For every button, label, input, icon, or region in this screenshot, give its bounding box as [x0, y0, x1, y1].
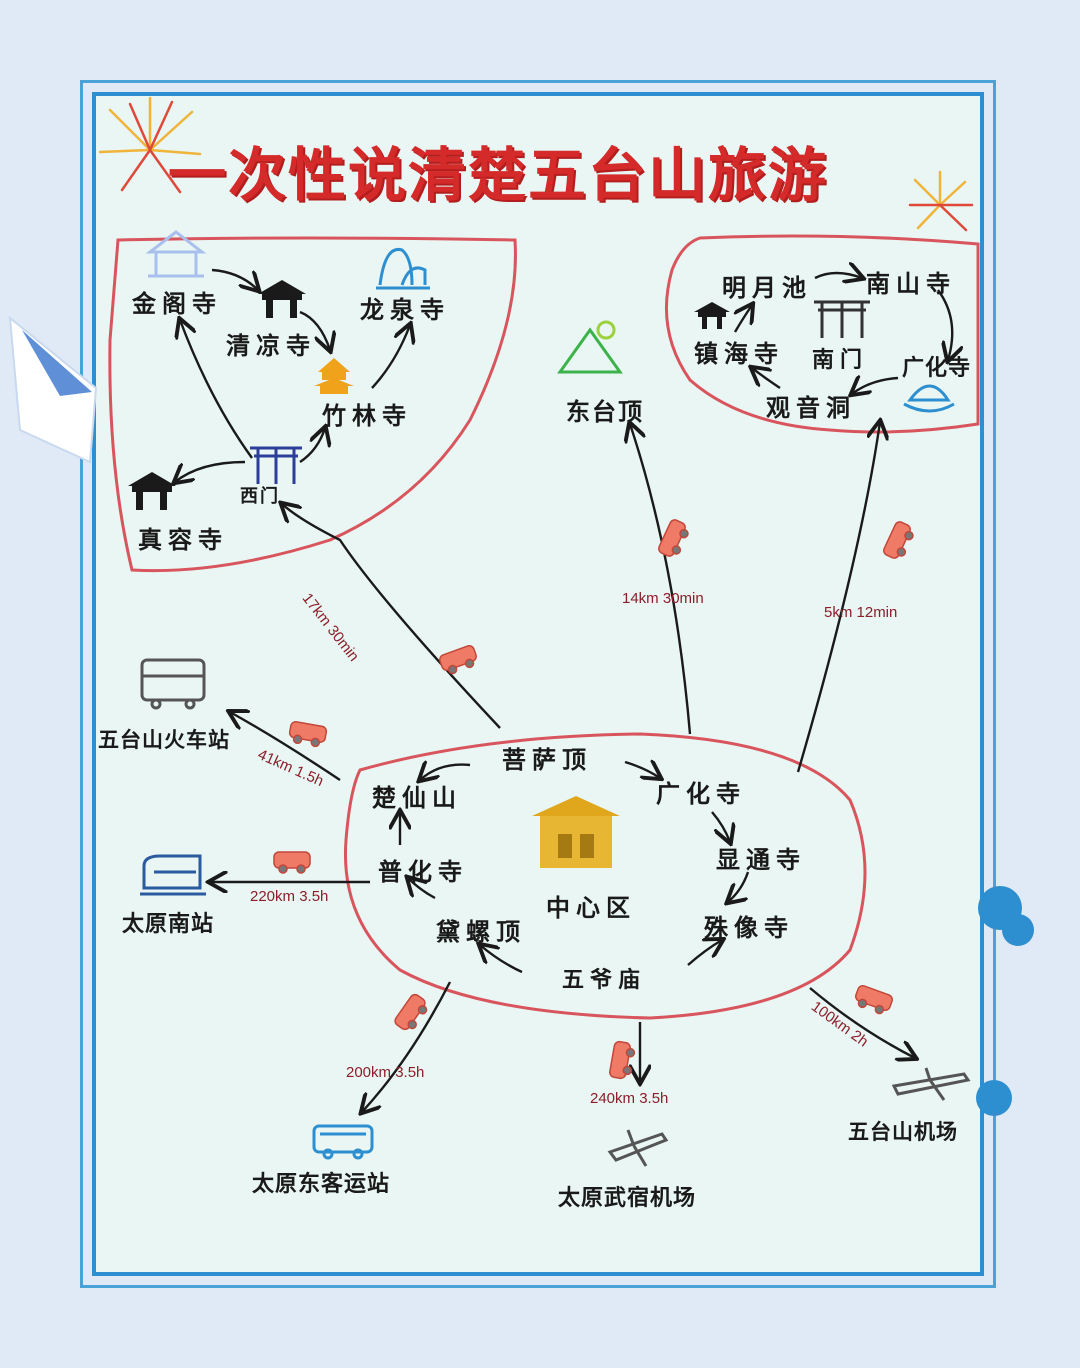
temple-gate-icon [258, 280, 306, 318]
label-dailuo-peak: 黛螺顶 [436, 917, 526, 946]
label-wutaishan-train-station: 五台山火车站 [98, 727, 230, 752]
west-gate-icon [250, 446, 302, 484]
label-taiyuan-east-bus-station: 太原东客运站 [252, 1171, 391, 1197]
page-title: 一次性说清楚五台山旅游 [168, 141, 829, 209]
high-speed-rail-icon [140, 854, 206, 896]
mountain-sun-icon [557, 320, 623, 374]
label-zhulin-temple: 竹林寺 [322, 401, 412, 430]
label-zhenrong-temple: 真容寺 [138, 525, 228, 554]
label-taiyuan-south-station: 太原南站 [122, 911, 215, 937]
distance-to-dongtai: 14km 30min [622, 590, 704, 607]
label-xiantong-temple: 显通寺 [716, 845, 806, 874]
train-icon [140, 658, 206, 710]
label-center-district: 中心区 [546, 893, 636, 922]
airplane-icon [607, 1129, 669, 1167]
car-icon [273, 519, 914, 1080]
temple-gate-icon [128, 472, 176, 510]
label-guanyin-cave: 观音洞 [766, 393, 856, 422]
south-gate-icon [814, 300, 870, 338]
distance-to-east-bus-station: 200km 3.5h [346, 1064, 425, 1081]
fireworks-icon [98, 96, 974, 232]
label-longquan-temple: 龙泉寺 [360, 295, 450, 324]
label-guanghua-temple-east: 广化寺 [902, 355, 972, 381]
label-south-gate: 南门 [812, 347, 869, 373]
label-jinge-temple: 金阁寺 [132, 289, 222, 318]
label-mingyue-pool: 明月池 [722, 273, 812, 302]
bus-icon [312, 1124, 374, 1160]
pavilion-icon [145, 230, 207, 278]
mountain-spring-icon [376, 247, 430, 290]
outer-frame [80, 80, 996, 1288]
label-qingliang-temple: 清凉寺 [226, 331, 316, 360]
label-west-gate: 西门 [240, 486, 280, 507]
label-pusa-peak: 菩萨顶 [502, 745, 592, 774]
label-wutaishan-airport: 五台山机场 [848, 1119, 958, 1144]
label-guanghua-temple: 广化寺 [656, 779, 746, 808]
label-shuxiang-temple: 殊像寺 [704, 913, 794, 942]
label-zhenhai-temple: 镇海寺 [694, 339, 784, 368]
label-wuye-temple: 五爷庙 [562, 967, 647, 993]
label-taiyuan-wusu-airport: 太原武宿机场 [558, 1185, 697, 1211]
pagoda-icon [314, 358, 354, 394]
distance-to-taiyuan-south: 220km 3.5h [250, 888, 329, 905]
label-dongtai-peak: 东台顶 [566, 397, 644, 426]
paper-plane-icon [8, 315, 98, 464]
guanyin-cave-icon [903, 384, 955, 413]
center-region-outline [343, 732, 867, 1020]
cloud-icon [976, 886, 1034, 1116]
label-chuxian-mountain: 楚仙山 [372, 783, 462, 812]
west-region-outline [108, 236, 517, 573]
distance-to-south-gate: 5km 12min [824, 604, 898, 621]
airplane-icon [891, 1067, 971, 1101]
label-nanshan-temple: 南山寺 [866, 269, 956, 298]
east-region-outline [665, 234, 980, 434]
center-temple-icon [532, 796, 620, 868]
temple-gate-icon [694, 302, 730, 329]
label-puhua-temple: 普化寺 [378, 857, 468, 886]
distance-to-wusu-airport: 240km 3.5h [590, 1090, 669, 1107]
